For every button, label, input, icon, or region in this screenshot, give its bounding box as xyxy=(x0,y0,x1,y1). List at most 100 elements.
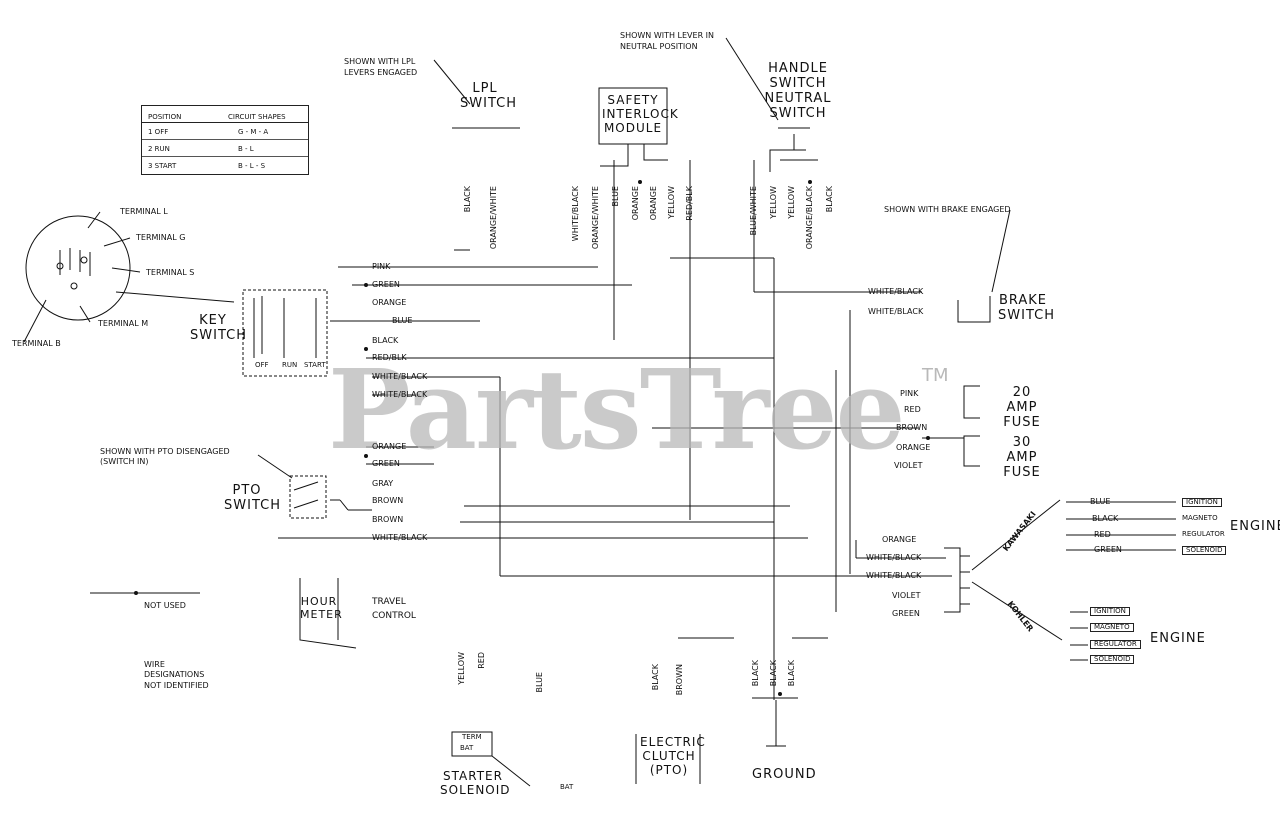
wire-label: BLACK xyxy=(751,660,760,687)
wire-designation-note: WIRE DESIGNATIONS NOT IDENTIFIED xyxy=(144,660,209,690)
electric-clutch-label: ELECTRIC CLUTCH (PTO) xyxy=(640,735,706,777)
wire-label: VIOLET xyxy=(892,591,921,600)
pto-note: SHOWN WITH PTO DISENGAGED (SWITCH IN) xyxy=(100,447,230,467)
key-position-table: POSITION CIRCUIT SHAPES 1 OFF G - M - A … xyxy=(141,105,309,175)
brake-switch-label: BRAKE SWITCH xyxy=(998,293,1055,323)
kawasaki-wire: GREEN xyxy=(1094,545,1122,554)
wire-label: BLUE/WHITE xyxy=(749,186,758,236)
wire-label: PINK xyxy=(372,262,391,271)
table-row-circuit: B - L - S xyxy=(238,162,266,170)
wire-label: ORANGE xyxy=(896,443,931,452)
wire-label: ORANGE xyxy=(649,186,658,221)
key-position-run: RUN xyxy=(282,361,298,369)
wire-label: GREEN xyxy=(372,280,400,289)
key-switch-box xyxy=(242,289,328,377)
kawasaki-terminal: IGNITION xyxy=(1182,498,1222,507)
wire-label: ORANGE xyxy=(372,298,407,307)
wire-label: BLUE xyxy=(611,186,620,207)
watermark: PartsTree xyxy=(328,345,906,474)
key-position-off: OFF xyxy=(255,361,269,369)
wire-label: BROWN xyxy=(675,664,684,696)
wire-label: VIOLET xyxy=(894,461,923,470)
key-switch-label: KEY SWITCH xyxy=(190,313,247,343)
table-header-circuit: CIRCUIT SHAPES xyxy=(228,113,286,121)
wire-label: GREEN xyxy=(372,459,400,468)
hour-meter-label: HOUR METER xyxy=(300,595,343,621)
kawasaki-wire: BLACK xyxy=(1092,514,1119,523)
pto-switch-label: PTO SWITCH xyxy=(224,483,281,513)
wire-label: WHITE/BLACK xyxy=(571,186,580,242)
terminal-label: TERMINAL L xyxy=(120,207,168,216)
neutral-note: SHOWN WITH LEVER IN NEUTRAL POSITION xyxy=(620,31,715,52)
wire-label: BROWN xyxy=(372,515,404,524)
terminal-label: TERMINAL S xyxy=(146,268,195,277)
wire-label: WHITE/BLACK xyxy=(866,571,922,580)
not-used-note: NOT USED xyxy=(144,601,186,610)
wire-label: WHITE/BLACK xyxy=(866,553,922,562)
engine-label-kohler: ENGINE xyxy=(1150,631,1206,646)
key-switch-terminal-circle xyxy=(25,215,131,321)
kawasaki-wire: RED xyxy=(1094,530,1111,539)
terminal-label: TERMINAL B xyxy=(12,339,61,348)
wire-label: BLUE xyxy=(392,316,413,325)
wire-label: BLACK xyxy=(825,186,834,213)
terminal-label: TERMINAL G xyxy=(136,233,186,242)
kohler-terminal: IGNITION xyxy=(1090,607,1130,616)
wire-label: YELLOW xyxy=(667,186,676,219)
table-row-pos: 1 OFF xyxy=(148,128,169,136)
brake-note: SHOWN WITH BRAKE ENGAGED xyxy=(884,205,1011,214)
kohler-terminal: SOLENOID xyxy=(1090,655,1135,664)
wire-label: ORANGE xyxy=(372,442,407,451)
wire-label: WHITE/BLACK xyxy=(868,287,924,296)
wire-label: RED/BLK xyxy=(685,186,694,221)
wire-label: BROWN xyxy=(372,496,404,505)
wire-label: WHITE/BLACK xyxy=(868,307,924,316)
wire-label: BLACK xyxy=(372,336,399,345)
kohler-terminal: REGULATOR xyxy=(1090,640,1141,649)
safety-module-label: SAFETY INTERLOCK MODULE xyxy=(602,93,679,135)
table-row-pos: 3 START xyxy=(148,162,177,170)
trademark-mark: TM xyxy=(922,365,949,386)
kawasaki-terminal: REGULATOR xyxy=(1182,530,1225,538)
pto-switch-box xyxy=(289,475,327,519)
wire-label: GREEN xyxy=(892,609,920,618)
wire-label: RED/BLK xyxy=(372,353,407,362)
table-header-position: POSITION xyxy=(148,113,182,121)
wire-label: ORANGE/WHITE xyxy=(591,186,600,250)
solenoid-term-label: TERM xyxy=(462,733,482,741)
table-row-circuit: B - L xyxy=(238,145,254,153)
solenoid-bat-arrow-label: BAT xyxy=(560,783,574,791)
kawasaki-terminal: MAGNETO xyxy=(1182,514,1218,522)
wire-label: ORANGE xyxy=(882,535,917,544)
lpl-switch-label: LPL SWITCH xyxy=(460,81,517,111)
solenoid-bat-label: BAT xyxy=(460,744,474,752)
wire-label: GRAY xyxy=(372,479,394,488)
wire-label: YELLOW xyxy=(787,186,796,219)
wire-label: RED xyxy=(904,405,921,414)
engine-label-kawasaki: ENGINE xyxy=(1230,519,1280,534)
wire-label: ORANGE xyxy=(631,186,640,221)
ground-label: GROUND xyxy=(752,767,817,782)
table-row-pos: 2 RUN xyxy=(148,145,170,153)
kawasaki-wire: BLUE xyxy=(1090,497,1111,506)
terminal-label: TERMINAL M xyxy=(98,319,149,328)
safety-module-box xyxy=(598,87,668,145)
wire-label: RED xyxy=(477,652,486,669)
wire-label: BLACK xyxy=(651,664,660,691)
wire-label: PINK xyxy=(900,389,919,398)
wire-label: YELLOW xyxy=(769,186,778,219)
wire-label: WHITE/BLACK xyxy=(372,390,428,399)
kohler-terminal: MAGNETO xyxy=(1090,623,1134,632)
fuse-20-label: 20 AMP FUSE xyxy=(1003,385,1041,430)
wire-label: ORANGE/BLACK xyxy=(805,186,814,250)
travel-control-label: TRAVEL CONTROL xyxy=(372,597,416,621)
wire-label: BLACK xyxy=(769,660,778,687)
neutral-switch-label: HANDLE SWITCH NEUTRAL SWITCH xyxy=(764,61,832,121)
starter-solenoid-label: STARTER SOLENOID xyxy=(440,769,511,797)
table-row-circuit: G - M - A xyxy=(238,128,269,136)
starter-solenoid-box xyxy=(451,731,493,757)
key-position-start: START xyxy=(304,361,326,369)
wire-label: BLACK xyxy=(463,186,472,213)
wire-label: BROWN xyxy=(896,423,928,432)
